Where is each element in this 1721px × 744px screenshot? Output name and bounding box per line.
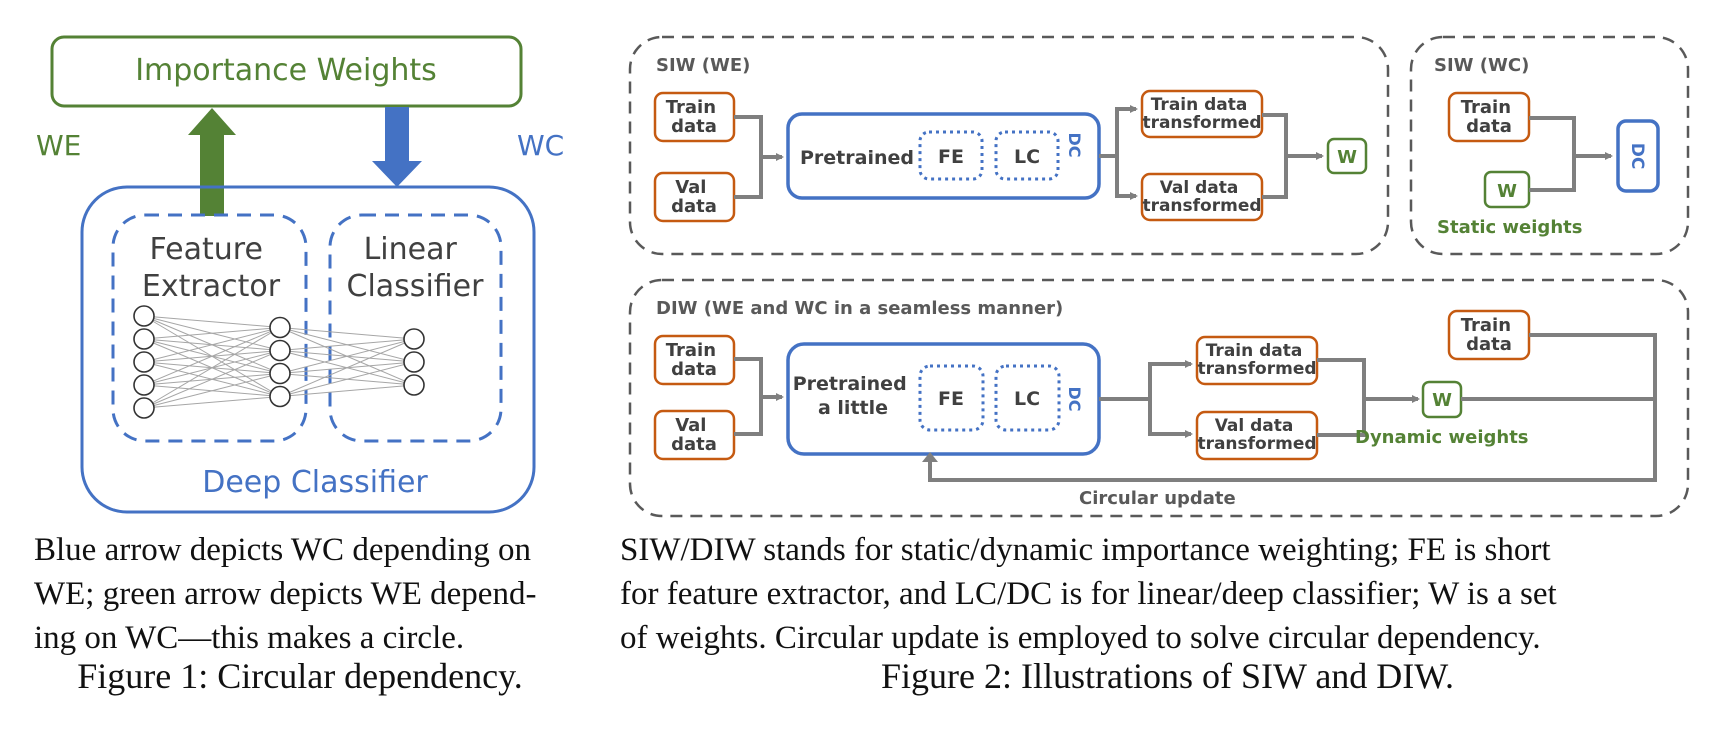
diw-train-data-right-label: Train data <box>1461 315 1518 355</box>
siw-we-pretrained-label: Pretrained <box>800 147 914 169</box>
network-neuron <box>133 351 155 373</box>
diw-title: DIW (WE and WC in a seamless manner) <box>656 298 1063 319</box>
siw-wc-connector <box>1529 116 1611 192</box>
network-edge <box>279 338 415 351</box>
diw-pretrained-label: Pretrained a little <box>793 373 914 419</box>
diw-split-connector-upper <box>1099 360 1193 401</box>
siw-wc-train-data-label: Train data <box>1461 97 1518 137</box>
network-neuron <box>269 316 291 339</box>
siw-we-train-transformed-label: Train data transformed <box>1142 95 1261 133</box>
figure-2-description-line: for feature extractor, and LC/DC is for … <box>620 576 1557 612</box>
circular-update-label: Circular update <box>1079 488 1236 509</box>
network-edge <box>143 315 281 328</box>
feature-extractor-label: Feature Extractor <box>142 232 281 304</box>
neural-network-icon <box>133 305 425 419</box>
diw-val-data-label: Val data <box>671 415 717 455</box>
siw-wc-dc-label: DC <box>1627 143 1647 170</box>
network-edge <box>143 373 281 409</box>
diw-input-connector <box>734 357 782 436</box>
figure-1-description-line: ing on WC—this makes a circle. <box>34 620 465 656</box>
network-edge <box>143 396 281 409</box>
figure-2-description-line: of weights. Circular update is employed … <box>620 620 1541 656</box>
figure-1-description-line: Blue arrow depicts WC depending on <box>34 532 532 568</box>
siw-we-dc-label: DC <box>1065 132 1084 157</box>
figure-1-description: Blue arrow depicts WC depending on WE; g… <box>34 528 594 660</box>
network-neuron <box>133 374 155 396</box>
siw-we-train-data-label: Train data <box>666 97 723 137</box>
network-edge <box>279 338 415 374</box>
static-weights-label: Static weights <box>1437 217 1582 238</box>
green-up-arrow-icon <box>188 108 236 216</box>
diw-w-label: W <box>1432 390 1452 411</box>
siw-we-title: SIW (WE) <box>656 55 750 76</box>
siw-we-fe-label: FE <box>938 146 964 168</box>
deep-classifier-box <box>80 185 536 514</box>
network-neuron <box>403 374 425 396</box>
diw-dc-label: DC <box>1065 386 1084 411</box>
figure-1: Importance Weights WE WC Feature Extract… <box>36 35 564 514</box>
linear-classifier-box <box>328 213 503 443</box>
siw-we-split-connector-lower <box>1115 156 1138 200</box>
siw-we-w-box <box>1326 137 1368 175</box>
circular-update-connector <box>928 333 1657 482</box>
siw-we-val-transformed-label: Val data transformed <box>1142 178 1261 216</box>
diw-panel <box>628 278 1690 518</box>
figure-2-caption: Figure 2: Illustrations of SIW and DIW. <box>881 656 1454 696</box>
figure-2-description-line: SIW/DIW stands for static/dynamic import… <box>620 532 1551 568</box>
diw-fe-box <box>918 364 985 432</box>
diw-fe-label: FE <box>938 388 964 410</box>
network-neuron <box>133 397 155 419</box>
figure-1-description-line: WE; green arrow depicts WE depend- <box>34 576 537 612</box>
network-edge <box>279 327 415 340</box>
deep-classifier-label: Deep Classifier <box>202 465 428 500</box>
siw-we-input-connector <box>734 115 782 199</box>
diw-train-transformed-label: Train data transformed <box>1197 341 1316 379</box>
network-neuron <box>133 305 155 327</box>
dynamic-weights-label: Dynamic weights <box>1355 427 1529 448</box>
blue-down-arrow-icon <box>372 107 422 187</box>
siw-we-panel <box>628 35 1390 256</box>
network-edge <box>143 327 281 340</box>
network-edge <box>143 327 281 386</box>
siw-we-split-connector <box>1099 105 1138 158</box>
siw-we-weight-connector <box>1262 113 1322 199</box>
importance-weights-box <box>50 35 523 108</box>
siw-we-val-data-label: Val data <box>671 177 717 217</box>
diw-split-connector-lower <box>1148 399 1193 438</box>
siw-we-lc-label: LC <box>1014 146 1040 168</box>
siw-we-lc-box <box>994 130 1060 181</box>
diw-weight-connector <box>1317 358 1418 437</box>
siw-wc-dc-box <box>1616 119 1660 193</box>
network-neuron <box>403 328 425 350</box>
network-neuron <box>269 339 291 362</box>
circular-update-arrowhead-icon <box>922 452 938 462</box>
network-edge <box>143 350 281 409</box>
diw-val-transformed-label: Val data transformed <box>1197 416 1316 454</box>
siw-wc-panel <box>1409 35 1690 256</box>
linear-classifier-label: Linear Classifier <box>347 232 485 304</box>
network-neuron <box>403 351 425 373</box>
feature-extractor-box <box>111 213 308 443</box>
we-label: WE <box>36 129 81 162</box>
network-edge <box>143 327 281 409</box>
network-neuron <box>133 328 155 350</box>
siw-wc-title: SIW (WC) <box>1434 55 1529 76</box>
wc-label: WC <box>517 129 564 162</box>
siw-we-fe-box <box>918 130 984 181</box>
figure-2-description: SIW/DIW stands for static/dynamic import… <box>620 528 1715 660</box>
network-edge <box>279 338 415 397</box>
diw-lc-box <box>994 364 1061 432</box>
figure-2: SIW (WE) Train data Val data Pretrained … <box>628 35 1690 518</box>
siw-wc-w-label: W <box>1497 181 1517 202</box>
network-edge <box>279 361 415 397</box>
network-edge <box>279 384 415 397</box>
diw-train-data-label: Train data <box>666 340 723 380</box>
siw-we-w-label: W <box>1337 147 1357 168</box>
network-neuron <box>269 362 291 385</box>
diw-lc-label: LC <box>1014 388 1040 410</box>
figure-1-caption: Figure 1: Circular dependency. <box>77 656 523 696</box>
importance-weights-label: Importance Weights <box>135 53 437 88</box>
network-edge <box>143 327 281 363</box>
network-neuron <box>269 385 291 408</box>
